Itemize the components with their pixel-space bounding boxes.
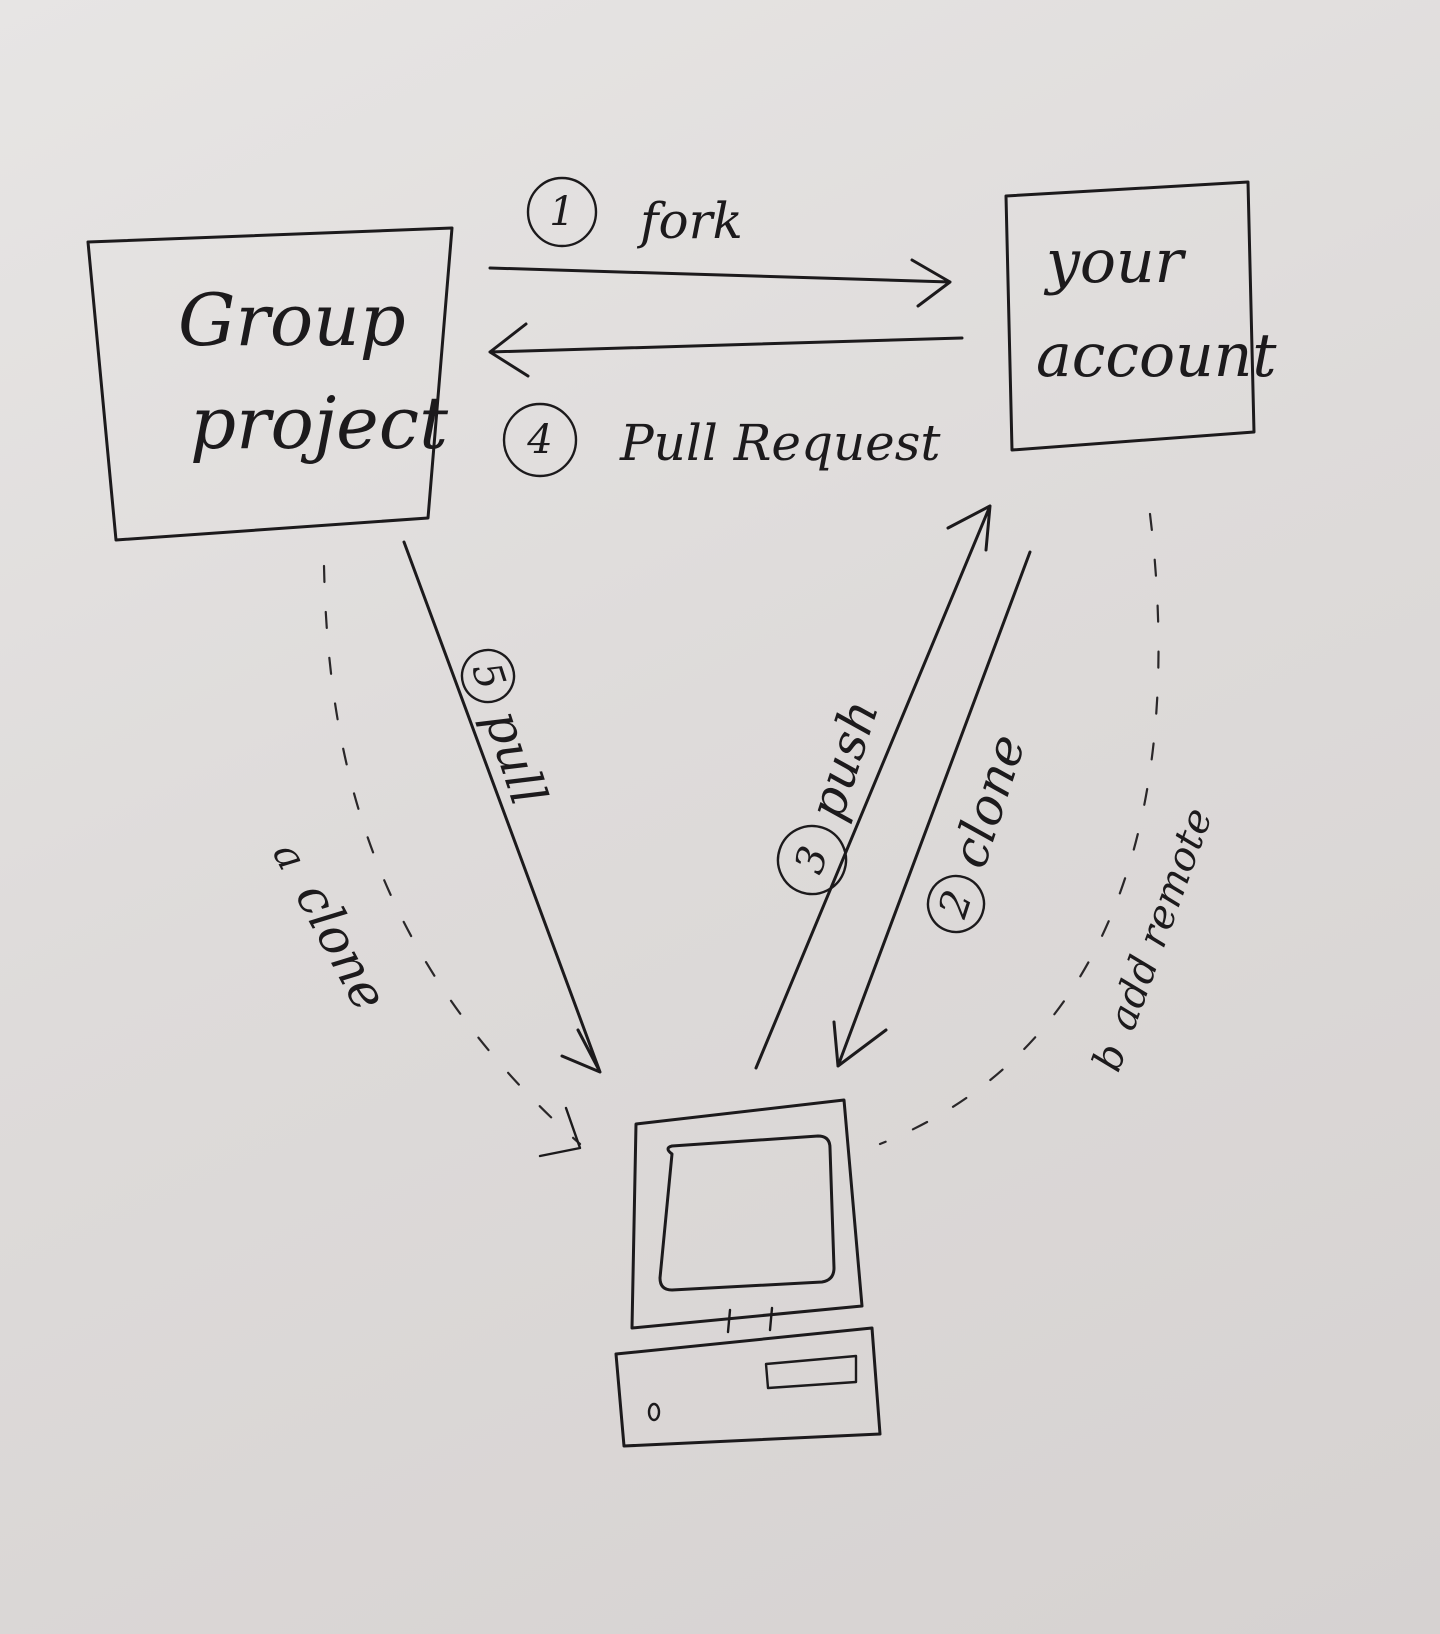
your-account-node: your account bbox=[1004, 180, 1277, 452]
fork-arrow bbox=[488, 258, 952, 308]
fork-edge: 1 fork bbox=[488, 176, 952, 308]
pull-request-step-circle bbox=[502, 402, 578, 478]
fork-label: fork bbox=[636, 192, 743, 250]
alt-clone-step-letter: a bbox=[263, 835, 315, 878]
push-arrow bbox=[754, 504, 992, 1070]
add-remote-step-letter: b bbox=[1084, 1038, 1136, 1078]
clone-label: clone bbox=[940, 727, 1037, 874]
fork-step-circle bbox=[526, 176, 598, 248]
desktop-case bbox=[614, 1326, 882, 1448]
pull-edge: 5 pull bbox=[402, 540, 602, 1074]
group-project-box bbox=[86, 226, 454, 542]
group-project-node: Group project bbox=[86, 226, 454, 542]
clone-step-circle bbox=[926, 874, 986, 934]
add-remote-label: add remote bbox=[1099, 802, 1222, 1036]
push-step-number: 3 bbox=[786, 841, 838, 879]
clone-arrow bbox=[832, 550, 1032, 1068]
alt-clone-arrowhead bbox=[538, 1106, 582, 1158]
add-remote-edge: b add remote bbox=[878, 512, 1222, 1146]
your-account-box bbox=[1004, 180, 1256, 452]
your-account-line1: your bbox=[1043, 227, 1187, 297]
alt-clone-dashed-line bbox=[322, 564, 582, 1146]
pull-arrow bbox=[402, 540, 602, 1074]
pull-step-circle bbox=[460, 648, 516, 704]
monitor-neck bbox=[726, 1306, 774, 1334]
pull-request-edge: 4 Pull Request bbox=[488, 322, 964, 478]
group-project-line2: project bbox=[190, 381, 449, 465]
monitor-outline bbox=[630, 1098, 864, 1330]
group-project-line1: Group bbox=[178, 278, 406, 362]
push-edge: 3 push bbox=[754, 504, 992, 1070]
fork-step-number: 1 bbox=[549, 189, 574, 235]
drive-slot bbox=[764, 1354, 858, 1390]
monitor-screen bbox=[658, 1134, 836, 1292]
pull-request-arrow bbox=[488, 322, 964, 378]
your-account-line2: account bbox=[1036, 321, 1277, 391]
add-remote-dashed-line bbox=[878, 512, 1160, 1146]
computer-icon bbox=[614, 1098, 882, 1448]
pull-step-number: 5 bbox=[462, 657, 514, 695]
pull-request-label: Pull Request bbox=[619, 414, 941, 472]
clone-step-number: 2 bbox=[930, 885, 982, 924]
push-step-circle bbox=[776, 824, 848, 896]
alt-clone-edge: a clone bbox=[263, 564, 582, 1158]
pull-label: pull bbox=[473, 703, 558, 812]
power-button bbox=[647, 1402, 661, 1422]
pull-request-step-number: 4 bbox=[526, 417, 552, 463]
alt-clone-label: clone bbox=[284, 873, 399, 1020]
push-label: push bbox=[797, 693, 890, 827]
